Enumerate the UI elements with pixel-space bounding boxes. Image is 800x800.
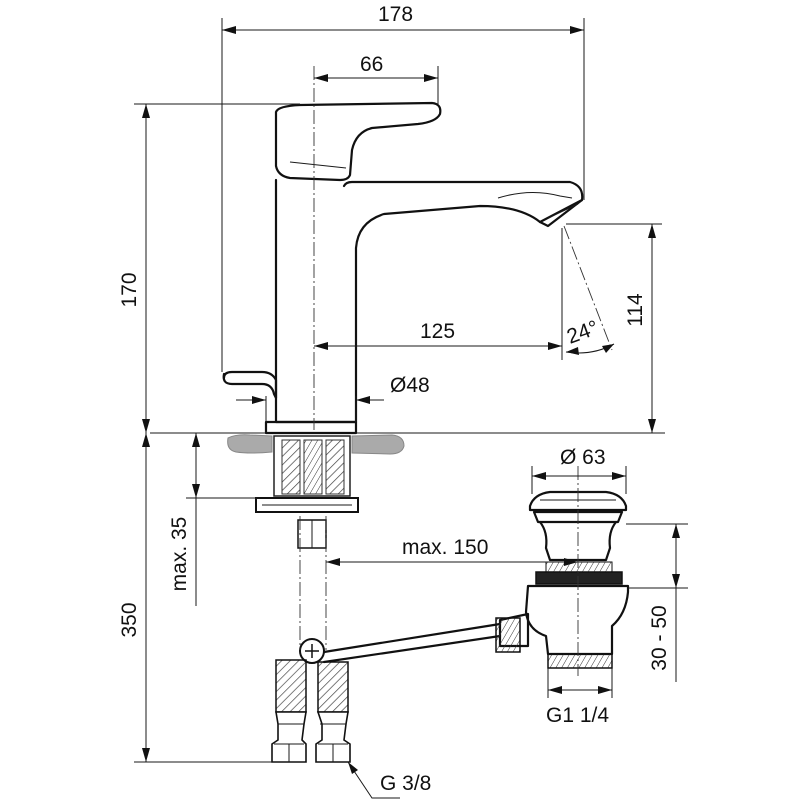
below-deck-length-label: 350	[118, 602, 141, 637]
spout-angle-label: 24°	[564, 316, 602, 348]
dimension-lines	[134, 18, 688, 799]
center-lines	[299, 66, 613, 676]
countertop-section	[150, 432, 665, 455]
waste-assembly	[495, 490, 630, 669]
spout-reach-label: 125	[420, 320, 455, 343]
base-diameter-label: Ø48	[390, 374, 430, 397]
rod-reach-label: max. 150	[402, 536, 488, 559]
dimension-labels: 178 66 170 125 114 24° Ø48 max. 35 350 Ø…	[118, 3, 671, 795]
overall-width-label: 178	[378, 3, 413, 26]
lever-length-label: 66	[360, 53, 383, 76]
supply-thread-label: G 3/8	[380, 772, 431, 795]
faucet-body	[222, 101, 584, 435]
waste-thread-label: G1 1/4	[546, 704, 609, 727]
fixing-assembly	[255, 435, 502, 763]
total-height-label: 170	[118, 272, 141, 307]
waste-depth-label: 30 - 50	[648, 605, 671, 670]
waste-diameter-label: Ø 63	[560, 446, 606, 469]
deck-thickness-label: max. 35	[168, 517, 191, 592]
outlet-height-label: 114	[624, 293, 647, 327]
